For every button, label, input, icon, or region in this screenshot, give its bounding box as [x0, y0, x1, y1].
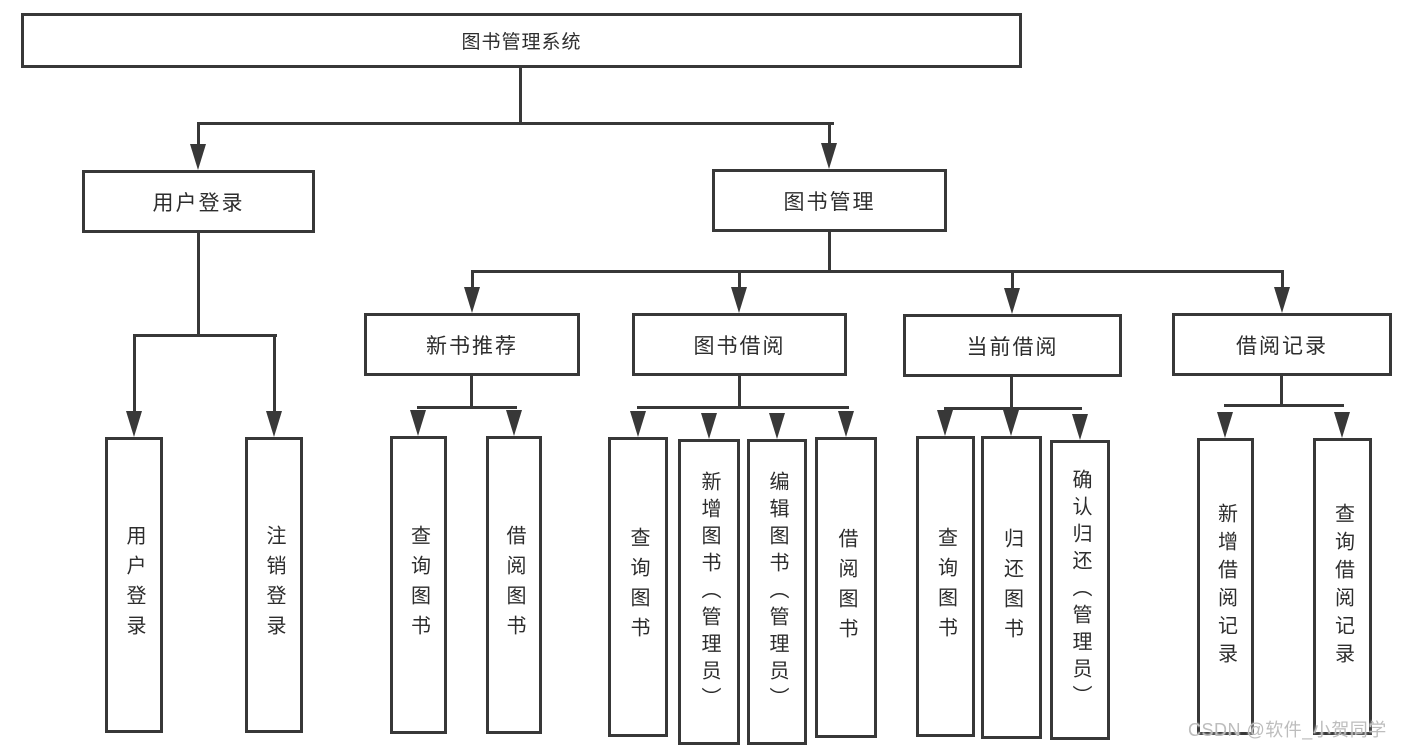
leaf-query-book-3-label: 查询图书 [934, 526, 957, 647]
node-book-management: 图书管理 [712, 169, 947, 232]
arrow-query-book-3 [937, 410, 953, 436]
arrow-leaf-logout [266, 411, 282, 437]
leaf-borrow-book-1: 借阅图书 [486, 436, 542, 734]
arrow-current-borrow [1004, 288, 1020, 314]
connector-drop-new-book-recommend [471, 270, 474, 288]
connector-new-book-recommend-hbar [417, 406, 517, 409]
leaf-borrow-book-1-label: 借阅图书 [503, 525, 525, 645]
arrow-new-book-recommend [464, 287, 480, 313]
node-user-login-label: 用户登录 [152, 191, 245, 215]
leaf-query-book-2: 查询图书 [608, 437, 668, 737]
arrow-return-book [1003, 410, 1019, 436]
node-book-borrow: 图书借阅 [632, 313, 847, 376]
node-book-borrow-label: 图书借阅 [693, 334, 786, 358]
arrow-borrow-book-1 [506, 410, 522, 436]
node-user-login: 用户登录 [82, 170, 315, 233]
node-current-borrow-label: 当前借阅 [966, 335, 1059, 359]
leaf-return-book: 归还图书 [981, 436, 1042, 739]
arrow-add-borrow-record [1217, 412, 1233, 438]
connector-root-hbar [197, 122, 834, 125]
arrow-query-book-1 [410, 410, 426, 436]
leaf-add-book-admin: 新增图书（管理员） [678, 439, 740, 745]
leaf-user-login: 用户登录 [105, 437, 163, 733]
arrow-user-login [190, 144, 206, 170]
connector-user-login-trunk [197, 233, 200, 337]
arrow-confirm-return-admin [1072, 414, 1088, 440]
csdn-watermark: CSDN @软件_小贺同学 [1188, 720, 1387, 740]
leaf-return-book-label: 归还图书 [1000, 527, 1023, 648]
arrow-borrow-record [1274, 287, 1290, 313]
leaf-user-login-label: 用户登录 [123, 525, 145, 645]
node-root: 图书管理系统 [21, 13, 1022, 68]
connector-user-login-hbar [133, 334, 277, 337]
arrow-query-book-2 [630, 411, 646, 437]
leaf-confirm-return-admin-label: 确认归还（管理员） [1069, 468, 1091, 712]
arrow-leaf-user-login [126, 411, 142, 437]
node-new-book-recommend: 新书推荐 [364, 313, 580, 376]
connector-book-borrow-trunk [738, 376, 741, 409]
connector-drop-leaf-user-login [133, 334, 136, 412]
leaf-logout: 注销登录 [245, 437, 303, 733]
leaf-query-book-2-label: 查询图书 [627, 527, 649, 647]
node-current-borrow: 当前借阅 [903, 314, 1122, 377]
connector-drop-book-management [828, 122, 831, 146]
node-new-book-recommend-label: 新书推荐 [426, 334, 518, 358]
connector-drop-borrow-record [1281, 270, 1284, 288]
leaf-borrow-book-2: 借阅图书 [815, 437, 877, 738]
arrow-borrow-book-2 [838, 411, 854, 437]
leaf-query-borrow-record: 查询借阅记录 [1313, 438, 1372, 735]
leaf-add-book-admin-label: 新增图书（管理员） [698, 470, 720, 714]
connector-current-borrow-trunk [1010, 377, 1013, 410]
connector-book-borrow-hbar [637, 406, 849, 409]
leaf-borrow-book-2-label: 借阅图书 [835, 527, 857, 648]
connector-book-management-hbar [471, 270, 1283, 273]
connector-root-trunk [519, 68, 522, 125]
leaf-query-book-1: 查询图书 [390, 436, 447, 734]
node-book-management-label: 图书管理 [783, 190, 876, 214]
leaf-edit-book-admin-label: 编辑图书（管理员） [766, 470, 788, 714]
arrow-add-book-admin [701, 413, 717, 439]
connector-borrow-record-hbar [1224, 404, 1344, 407]
node-borrow-record: 借阅记录 [1172, 313, 1392, 376]
connector-book-management-trunk [828, 232, 831, 273]
arrow-query-borrow-record [1334, 412, 1350, 438]
leaf-add-borrow-record: 新增借阅记录 [1197, 438, 1254, 735]
node-borrow-record-label: 借阅记录 [1236, 334, 1328, 358]
leaf-add-borrow-record-label: 新增借阅记录 [1214, 502, 1237, 671]
leaf-query-borrow-record-label: 查询借阅记录 [1331, 502, 1354, 671]
connector-drop-book-borrow [738, 270, 741, 288]
leaf-query-book-1-label: 查询图书 [407, 525, 430, 645]
connector-drop-current-borrow [1011, 270, 1014, 288]
leaf-query-book-3: 查询图书 [916, 436, 975, 737]
connector-drop-leaf-logout [273, 334, 276, 412]
arrow-edit-book-admin [769, 413, 785, 439]
leaf-logout-label: 注销登录 [263, 525, 285, 645]
connector-new-book-recommend-trunk [470, 376, 473, 409]
connector-borrow-record-trunk [1280, 376, 1283, 407]
leaf-confirm-return-admin: 确认归还（管理员） [1050, 440, 1110, 740]
arrow-book-management [821, 143, 837, 169]
connector-drop-user-login [197, 122, 200, 146]
node-root-label: 图书管理系统 [461, 32, 582, 53]
connector-current-borrow-hbar [944, 407, 1082, 410]
leaf-edit-book-admin: 编辑图书（管理员） [747, 439, 807, 745]
arrow-book-borrow [731, 287, 747, 313]
